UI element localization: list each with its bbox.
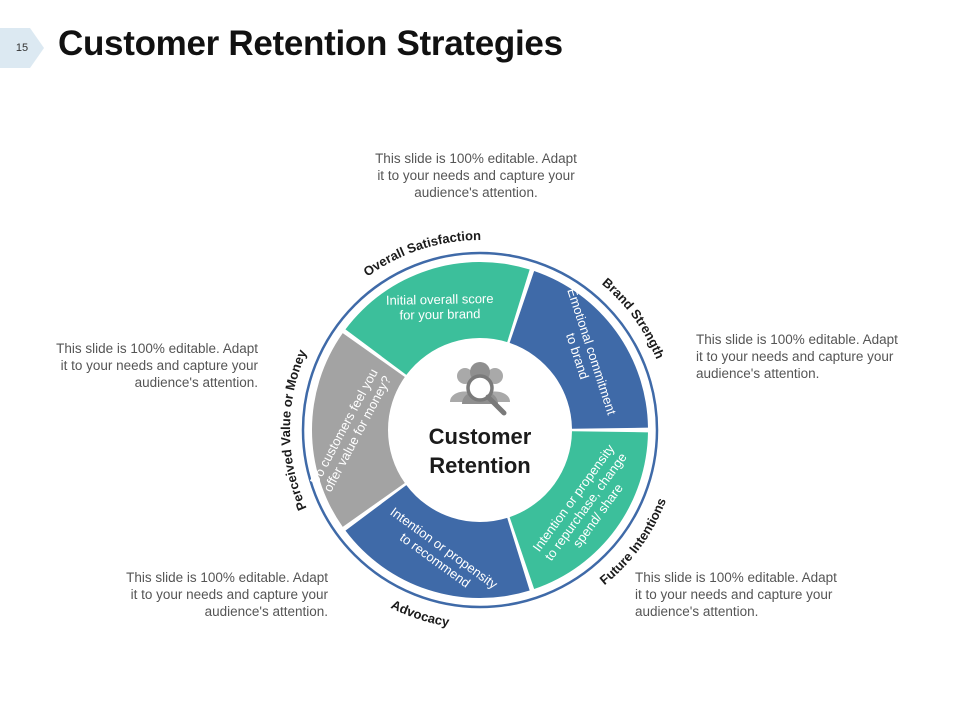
people-search-icon bbox=[450, 362, 510, 416]
note-top-line: audience's attention. bbox=[414, 185, 538, 200]
hub-label: Customer Retention bbox=[400, 422, 560, 480]
note-bottom-right: This slide is 100% editable. Adapt it to… bbox=[635, 569, 885, 620]
note-bottom-right-line: it to your needs and capture your bbox=[635, 587, 833, 602]
hub-label-line: Customer bbox=[428, 424, 532, 449]
wheel-segment bbox=[345, 262, 530, 375]
note-bottom-left-line: audience's attention. bbox=[204, 604, 328, 619]
wheel-segment bbox=[311, 333, 405, 527]
note-bottom-left: This slide is 100% editable. Adapt it to… bbox=[78, 569, 328, 620]
note-right: This slide is 100% editable. Adapt it to… bbox=[696, 331, 946, 382]
note-bottom-left-line: it to your needs and capture your bbox=[130, 587, 328, 602]
note-left-line: it to your needs and capture your bbox=[60, 358, 258, 373]
segment-text-line: Initial overall score bbox=[386, 291, 494, 308]
outer-ring bbox=[301, 251, 659, 609]
slide-title: Customer Retention Strategies bbox=[58, 24, 563, 63]
note-top: This slide is 100% editable. Adapt it to… bbox=[350, 150, 602, 201]
note-right-line: This slide is 100% editable. Adapt bbox=[696, 332, 898, 347]
wheel-segment bbox=[509, 431, 648, 590]
slide-number-tab: 15 bbox=[0, 28, 44, 68]
note-right-line: audience's attention. bbox=[696, 366, 820, 381]
slide-number: 15 bbox=[15, 42, 29, 54]
hub-label-line: Retention bbox=[429, 453, 531, 478]
note-left-line: This slide is 100% editable. Adapt bbox=[56, 341, 258, 356]
note-right-line: it to your needs and capture your bbox=[696, 349, 894, 364]
note-top-line: it to your needs and capture your bbox=[377, 168, 575, 183]
wheel-segment bbox=[345, 485, 530, 599]
slide-number-tab-shape bbox=[0, 28, 44, 68]
note-left-line: audience's attention. bbox=[134, 375, 258, 390]
note-bottom-right-line: This slide is 100% editable. Adapt bbox=[635, 570, 837, 585]
note-left: This slide is 100% editable. Adapt it to… bbox=[8, 340, 258, 391]
note-bottom-left-line: This slide is 100% editable. Adapt bbox=[126, 570, 328, 585]
wheel-segment bbox=[509, 270, 648, 429]
segment-text-line: for your brand bbox=[399, 306, 480, 322]
note-top-line: This slide is 100% editable. Adapt bbox=[375, 151, 577, 166]
note-bottom-right-line: audience's attention. bbox=[635, 604, 759, 619]
segment-outer-label: Perceived Value or Money bbox=[278, 346, 310, 512]
hub-circle bbox=[389, 339, 571, 521]
